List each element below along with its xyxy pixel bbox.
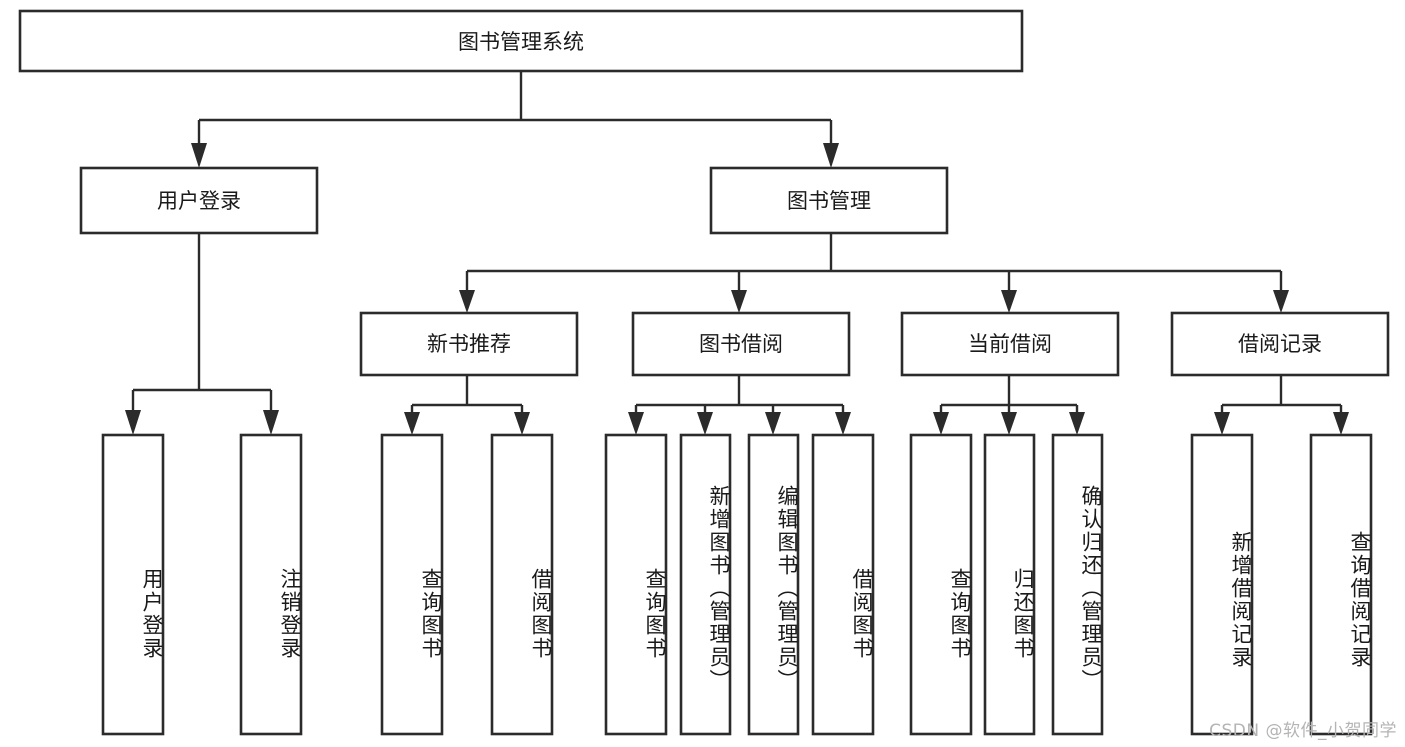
arrow-head-new-book-recommend — [459, 290, 475, 313]
leaf-boxes — [101, 433, 1373, 736]
arrow-head-current-borrow — [1001, 290, 1017, 313]
arrow-head-book-manage — [823, 143, 839, 168]
node-leaf-user-login-box[interactable] — [101, 433, 165, 736]
connector-group-root — [191, 71, 839, 168]
node-book-manage-label: 图书管理 — [787, 189, 871, 213]
node-user-login-box[interactable] — [79, 166, 319, 235]
arrow-head-leaf-user-logout — [263, 410, 279, 435]
node-current-borrow[interactable]: 当前借阅 — [900, 311, 1120, 377]
node-borrow-record-box[interactable] — [1170, 311, 1390, 377]
arrow-head-leaf-edit-book — [765, 412, 781, 435]
node-new-book-recommend-box[interactable] — [359, 311, 579, 377]
arrow-head-leaf-return-book — [1001, 412, 1017, 435]
node-book-manage-box[interactable] — [709, 166, 949, 235]
node-borrow-record[interactable]: 借阅记录 — [1170, 311, 1390, 377]
node-book-borrow-label: 图书借阅 — [699, 332, 783, 356]
node-borrow-record-label: 借阅记录 — [1238, 332, 1322, 356]
node-book-borrow-box[interactable] — [631, 311, 851, 377]
node-leaf-query-book-3-box[interactable] — [909, 433, 973, 736]
arrow-head-leaf-query-book-1 — [404, 412, 420, 435]
node-leaf-borrow-book-1-box[interactable] — [490, 433, 554, 736]
node-new-book-recommend[interactable]: 新书推荐 — [359, 311, 579, 377]
node-leaf-user-logout-box[interactable] — [239, 433, 303, 736]
connector-group-borrow-record — [1214, 375, 1349, 435]
arrow-head-leaf-query-book-3 — [933, 412, 949, 435]
node-leaf-add-book-box[interactable] — [679, 433, 732, 736]
node-new-book-recommend-label: 新书推荐 — [427, 332, 511, 356]
node-leaf-edit-book-box[interactable] — [747, 433, 800, 736]
arrow-head-book-borrow — [731, 290, 747, 313]
node-user-login[interactable]: 用户登录 — [79, 166, 319, 235]
node-leaf-query-record-box[interactable] — [1309, 433, 1373, 736]
csdn-watermark: CSDN @软件_小贺同学 — [1209, 721, 1397, 741]
node-root-label: 图书管理系统 — [458, 30, 584, 54]
arrow-head-leaf-query-record — [1333, 412, 1349, 435]
node-leaf-confirm-return-box[interactable] — [1051, 433, 1104, 736]
arrow-head-leaf-user-login — [125, 410, 141, 435]
connector-group-book-manage — [459, 233, 1289, 313]
node-root[interactable]: 图书管理系统 — [18, 9, 1024, 73]
node-current-borrow-label: 当前借阅 — [968, 332, 1052, 356]
node-user-login-label: 用户登录 — [157, 189, 241, 213]
arrow-head-user-login — [191, 143, 207, 168]
arrow-head-leaf-add-book — [697, 412, 713, 435]
arrow-head-leaf-confirm-return — [1069, 412, 1085, 435]
node-current-borrow-box[interactable] — [900, 311, 1120, 377]
arrow-head-leaf-borrow-book-2 — [835, 412, 851, 435]
node-leaf-borrow-book-2-box[interactable] — [811, 433, 875, 736]
connector-group-user-login — [125, 233, 279, 435]
arrow-head-leaf-borrow-book-1 — [514, 412, 530, 435]
connector-group-new-book-recommend — [404, 375, 530, 435]
node-root-box[interactable] — [18, 9, 1024, 73]
arrow-head-leaf-query-book-2 — [628, 412, 644, 435]
connector-group-book-borrow — [628, 375, 851, 435]
arrow-head-borrow-record — [1273, 290, 1289, 313]
node-leaf-query-book-1-box[interactable] — [380, 433, 444, 736]
node-leaf-add-record-box[interactable] — [1190, 433, 1254, 736]
node-book-borrow[interactable]: 图书借阅 — [631, 311, 851, 377]
node-book-manage[interactable]: 图书管理 — [709, 166, 949, 235]
arrow-head-leaf-add-record — [1214, 412, 1230, 435]
node-leaf-return-book-box[interactable] — [983, 433, 1036, 736]
node-leaf-query-book-2-box[interactable] — [604, 433, 668, 736]
connector-group-current-borrow — [933, 375, 1085, 435]
